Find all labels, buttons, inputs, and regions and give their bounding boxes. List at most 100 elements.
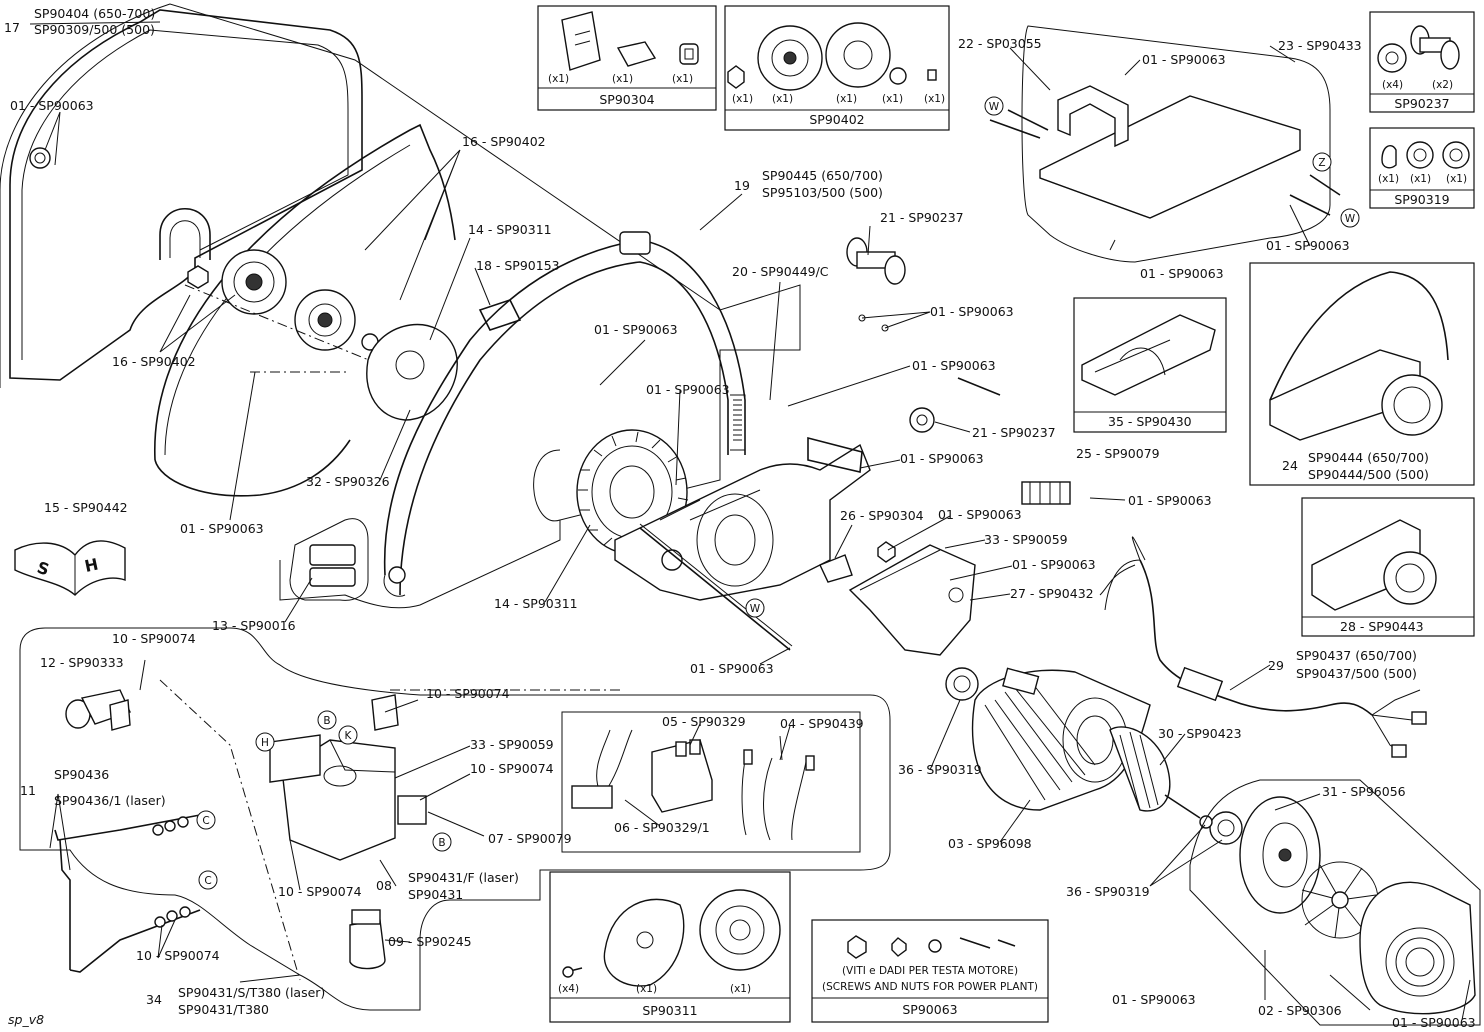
kit-title-sp90319: SP90319 bbox=[1394, 192, 1449, 207]
marker-c2: C bbox=[198, 870, 218, 890]
label-25: 25 - SP90079 bbox=[1076, 446, 1160, 461]
clip-13 bbox=[309, 544, 356, 587]
mounting-disc-14 bbox=[366, 323, 458, 421]
kit-title-sp90402: SP90402 bbox=[809, 112, 864, 127]
top-plate-23 bbox=[1039, 95, 1301, 219]
kit-sp90319-parts bbox=[1381, 141, 1470, 169]
kit-box-sp90063 bbox=[811, 919, 1049, 1023]
saw-blade bbox=[154, 123, 456, 497]
label-12: 12 - SP90333 bbox=[40, 655, 124, 670]
svg-text:S: S bbox=[35, 558, 52, 580]
label-01-o: 01 - SP90063 bbox=[1392, 1015, 1476, 1030]
label-30: 30 - SP90423 bbox=[1158, 726, 1242, 741]
kit-note-it: (VITI e DADI PER TESTA MOTORE) bbox=[842, 965, 1018, 977]
label-34-a: SP90431/S/T380 (laser) bbox=[178, 985, 325, 1000]
label-01-n: 01 - SP90063 bbox=[1112, 992, 1196, 1007]
cylinder-housing bbox=[533, 449, 561, 522]
handle-22 bbox=[1057, 85, 1129, 148]
marker-b1: B bbox=[317, 710, 337, 730]
label-16-a: 16 - SP90402 bbox=[462, 134, 546, 149]
motor-housing-03 bbox=[971, 667, 1151, 811]
label-34-b: SP90431/T380 bbox=[178, 1002, 269, 1017]
svg-text:(x4): (x4) bbox=[558, 983, 579, 995]
label-33-b: 33 - SP90059 bbox=[470, 737, 554, 752]
label-03: 03 - SP96098 bbox=[948, 836, 1032, 851]
svg-text:H: H bbox=[83, 555, 100, 576]
label-31: 31 - SP96056 bbox=[1322, 784, 1406, 799]
blade-flange-right bbox=[294, 289, 379, 351]
label-22: 22 - SP03055 bbox=[958, 36, 1042, 51]
marker-z: Z bbox=[1312, 152, 1332, 172]
kit-title-sp90063: SP90063 bbox=[902, 1002, 957, 1017]
bolt-arrow-1 bbox=[957, 377, 1001, 396]
label-29-b: SP90437/500 (500) bbox=[1296, 666, 1417, 681]
svg-text:Z: Z bbox=[1318, 157, 1325, 169]
belt-guard-arm bbox=[383, 231, 746, 597]
manual-15: S H bbox=[14, 540, 126, 596]
wire-06 bbox=[571, 729, 633, 809]
push-button-12 bbox=[65, 689, 131, 731]
svg-text:W: W bbox=[1345, 213, 1356, 225]
label-34-num: 34 bbox=[146, 992, 162, 1007]
group-outline-guard bbox=[0, 3, 801, 609]
svg-text:(x1): (x1) bbox=[672, 73, 693, 85]
marker-h: H bbox=[255, 732, 275, 752]
nut-16 bbox=[187, 265, 209, 289]
kit-sp90311-parts bbox=[562, 889, 781, 987]
label-36-b: 36 - SP90319 bbox=[1066, 884, 1150, 899]
kit-title-sp90311: SP90311 bbox=[642, 1003, 697, 1018]
blade-flange-left bbox=[221, 249, 287, 315]
svg-text:(x1): (x1) bbox=[1378, 173, 1399, 185]
end-shield-31 bbox=[1239, 796, 1321, 914]
svg-text:H: H bbox=[261, 737, 269, 749]
svg-text:B: B bbox=[438, 837, 445, 849]
rotor-30 bbox=[1109, 726, 1201, 819]
label-19-a: SP90445 (650/700) bbox=[762, 168, 883, 183]
label-08-num: 08 bbox=[376, 878, 392, 893]
label-19-b: SP95103/500 (500) bbox=[762, 185, 883, 200]
svg-text:(x1): (x1) bbox=[612, 73, 633, 85]
marker-c1: C bbox=[196, 810, 216, 830]
label-16-b: 16 - SP90402 bbox=[112, 354, 196, 369]
label-01-h: 01 - SP90063 bbox=[900, 451, 984, 466]
label-36-a: 36 - SP90319 bbox=[898, 762, 982, 777]
blade-guard-part-17 bbox=[9, 9, 363, 381]
label-21-a: 21 - SP90237 bbox=[880, 210, 964, 225]
group-outline-electrical bbox=[561, 711, 861, 853]
bearing-36-right bbox=[1199, 811, 1243, 845]
label-05: 05 - SP90329 bbox=[662, 714, 746, 729]
label-10-a: 10 - SP90074 bbox=[112, 631, 196, 646]
label-26: 26 - SP90304 bbox=[840, 508, 924, 523]
label-01-b: 01 - SP90063 bbox=[1142, 52, 1226, 67]
svg-text:C: C bbox=[202, 815, 209, 827]
label-17-a: SP90404 (650-700) bbox=[34, 6, 155, 21]
marker-w3: W bbox=[745, 598, 765, 618]
label-17-num: 17 bbox=[4, 20, 20, 35]
long-bolt bbox=[639, 527, 791, 651]
marker-b2: B bbox=[432, 832, 452, 852]
label-24-num: 24 bbox=[1282, 458, 1298, 473]
label-21-b: 21 - SP90237 bbox=[972, 425, 1056, 440]
label-28: 28 - SP90443 bbox=[1340, 619, 1424, 634]
bearing-36-left bbox=[945, 667, 979, 701]
label-01-a: 01 - SP90063 bbox=[10, 98, 94, 113]
label-06: 06 - SP90329/1 bbox=[614, 820, 710, 835]
kit-sp90063-parts bbox=[847, 935, 1016, 959]
label-01-i: 01 - SP90063 bbox=[1128, 493, 1212, 508]
group-outline-switch bbox=[19, 627, 891, 1011]
marker-w2: W bbox=[1340, 208, 1360, 228]
label-14-a: 14 - SP90311 bbox=[468, 222, 552, 237]
svg-text:K: K bbox=[345, 730, 353, 742]
connector-25 bbox=[1021, 481, 1071, 505]
label-11-num: 11 bbox=[20, 783, 36, 798]
label-14-b: 14 - SP90311 bbox=[494, 596, 578, 611]
label-10-d: 10 - SP90074 bbox=[278, 884, 362, 899]
label-01-j: 01 - SP90063 bbox=[180, 521, 264, 536]
label-01-g: 01 - SP90063 bbox=[646, 382, 730, 397]
svg-text:(x1): (x1) bbox=[1446, 173, 1467, 185]
label-09: 09 - SP90245 bbox=[388, 934, 472, 949]
label-02: 02 - SP90306 bbox=[1258, 1003, 1342, 1018]
label-11-a: SP90436 bbox=[54, 767, 109, 782]
label-04: 04 - SP90439 bbox=[780, 716, 864, 731]
